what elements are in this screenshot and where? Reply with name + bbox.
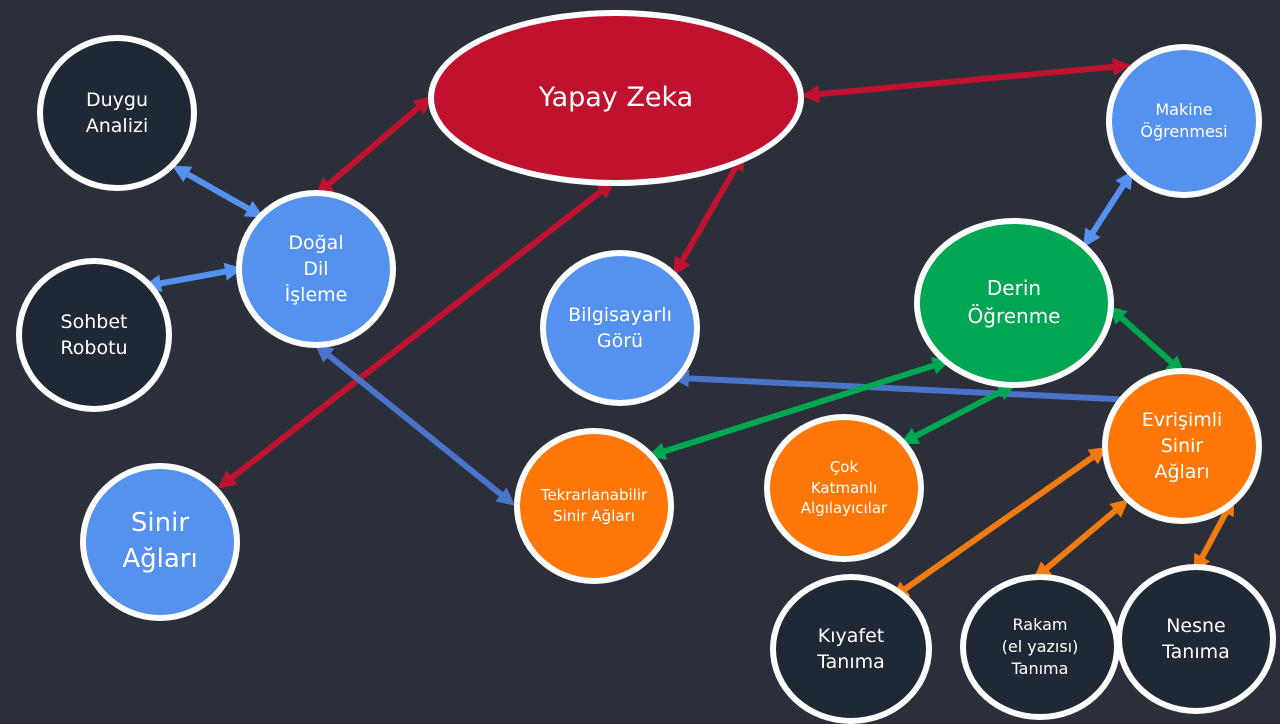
arrow-evrisimli-rakam	[1033, 499, 1129, 580]
node-nesne-tanima: Nesne Tanıma	[1116, 564, 1276, 714]
arrow-makine-derin	[1083, 170, 1133, 248]
node-cok-katmanli-algilayicilar: Çok Katmanlı Algılayıcılar	[764, 414, 924, 562]
node-dogal-dil-isleme: Doğal Dil İşleme	[236, 190, 396, 348]
arrow-evrisimli-kiyafet	[890, 446, 1108, 600]
arrow-sohbet-dogal-dil	[143, 262, 243, 293]
node-label: Bilgisayarlı Görü	[568, 303, 672, 352]
node-bilgisayarli-goru: Bilgisayarlı Görü	[540, 250, 700, 406]
arrow-goru-evrisimli	[671, 369, 1143, 409]
node-label: Sinir Ağları	[122, 508, 198, 574]
node-label: Sohbet Robotu	[60, 310, 128, 359]
arrow-evrisimli-nesne	[1193, 497, 1235, 573]
node-rakam-tanima: Rakam (el yazısı) Tanıma	[960, 574, 1120, 720]
node-label: Doğal Dil İşleme	[284, 231, 348, 307]
node-label: Rakam (el yazısı) Tanıma	[1001, 614, 1079, 679]
node-label: Kıyafet Tanıma	[817, 624, 885, 673]
arrow-duygu-dogal-dil	[172, 165, 264, 218]
node-sinir-aglari: Sinir Ağları	[80, 463, 240, 621]
node-label: Duygu Analizi	[85, 88, 149, 137]
node-evrisimli-sinir-aglari: Evrişimli Sinir Ağları	[1102, 368, 1262, 524]
arrow-yz-sinir-aglari	[217, 180, 616, 489]
node-label: Evrişimli Sinir Ağları	[1141, 408, 1223, 484]
arrow-yz-makine	[801, 57, 1131, 104]
node-label: Tekrarlanabilir Sinir Ağları	[540, 486, 648, 525]
node-label: Nesne Tanıma	[1162, 614, 1230, 663]
node-tekrarlanabilir-sinir-aglari: Tekrarlanabilir Sinir Ağları	[514, 428, 674, 584]
node-label: Derin Öğrenme	[967, 276, 1061, 328]
node-makine-ogrenmesi: Makine Öğrenmesi	[1106, 44, 1262, 198]
arrow-derin-tekrarlanabilir	[647, 357, 951, 460]
node-label: Çok Katmanlı Algılayıcılar	[800, 457, 888, 518]
node-derin-ogrenme: Derin Öğrenme	[914, 218, 1114, 388]
node-duygu-analizi: Duygu Analizi	[37, 35, 197, 191]
node-label: Yapay Zeka	[538, 82, 694, 114]
arrow-derin-cok-katmanli	[900, 383, 1016, 445]
node-label: Makine Öğrenmesi	[1140, 99, 1228, 141]
node-sohbet-robotu: Sohbet Robotu	[16, 258, 172, 412]
arrow-yz-dogal-dil	[315, 96, 432, 196]
arrow-dogal-dil-tekrarlanabilir	[314, 344, 516, 506]
arrow-yz-bilgisayarli-goru	[673, 152, 745, 276]
node-kiyafet-tanima: Kıyafet Tanıma	[770, 574, 932, 724]
node-yapay-zeka: Yapay Zeka	[428, 10, 804, 186]
arrow-derin-evrisimli	[1108, 306, 1185, 374]
